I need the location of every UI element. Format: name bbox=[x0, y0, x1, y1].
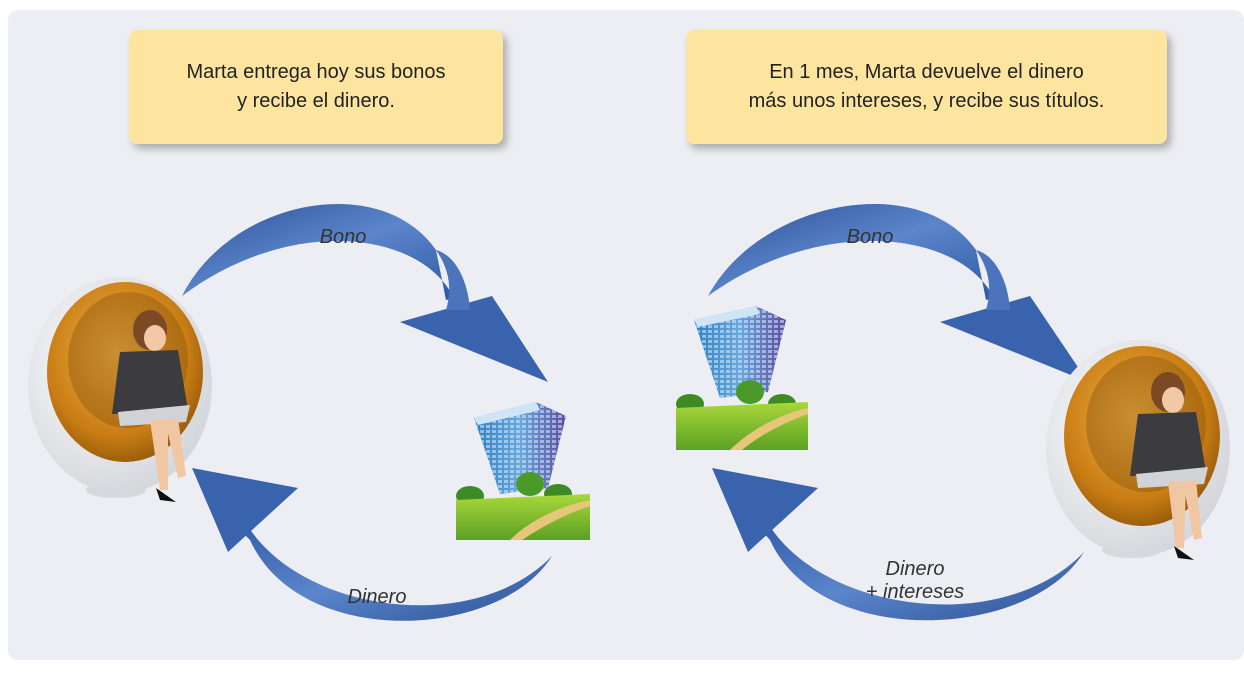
label-dinero-intereses-right: Dinero + intereses bbox=[855, 558, 975, 604]
note-right: En 1 mes, Marta devuelve el dinero más u… bbox=[686, 30, 1167, 144]
arrow-bono-right bbox=[708, 203, 994, 300]
label-dinero-right-line-2: + intereses bbox=[865, 581, 965, 603]
arrow-dinero-left bbox=[230, 516, 552, 621]
arrow-dinero-right bbox=[752, 516, 1084, 621]
note-left-line-1: Marta entrega hoy sus bonos bbox=[186, 61, 446, 83]
note-right-line-2: más unos intereses, y recibe sus títulos… bbox=[748, 90, 1105, 112]
woman-in-egg-chair-left-icon bbox=[28, 277, 212, 502]
label-bono-left: Bono bbox=[319, 226, 367, 248]
note-left: Marta entrega hoy sus bonos y recibe el … bbox=[129, 30, 503, 144]
office-building-left-icon bbox=[456, 402, 590, 540]
note-left-line-2: y recibe el dinero. bbox=[237, 90, 395, 112]
woman-in-egg-chair-right-icon bbox=[1046, 340, 1230, 560]
label-bono-right: Bono bbox=[846, 226, 894, 248]
arrow-bono-left bbox=[182, 203, 454, 300]
label-dinero-left: Dinero bbox=[347, 586, 407, 608]
label-dinero-right-line-1: Dinero bbox=[885, 558, 945, 580]
note-right-line-1: En 1 mes, Marta devuelve el dinero bbox=[769, 61, 1084, 83]
office-building-right-icon bbox=[676, 306, 808, 450]
